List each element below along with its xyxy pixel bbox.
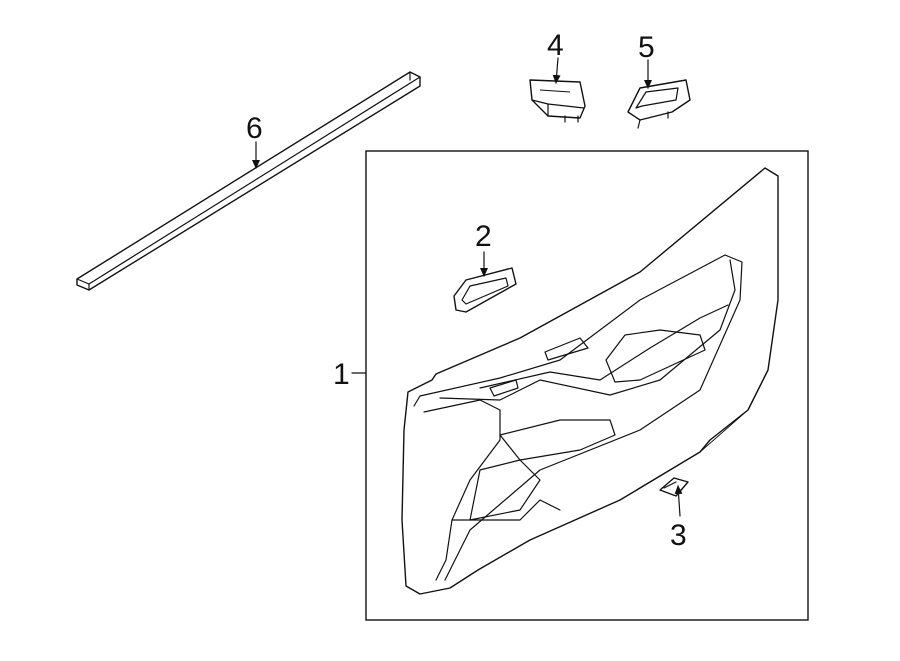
callout-4: 4: [547, 29, 564, 62]
door-trim-panel[interactable]: [401, 167, 779, 595]
trim-clip-part-4[interactable]: [529, 79, 586, 123]
switch-bezel-part-5[interactable]: [627, 79, 691, 129]
assembly-frame: [365, 150, 809, 621]
callout-5: 5: [638, 31, 655, 64]
leader-4: [552, 57, 561, 84]
callout-6: 6: [246, 112, 263, 145]
belt-molding-strip[interactable]: [76, 71, 421, 291]
callout-2: 2: [475, 220, 492, 253]
retainer-clip[interactable]: [659, 477, 689, 497]
inside-handle-bezel[interactable]: [453, 267, 517, 313]
callout-3: 3: [670, 519, 687, 552]
callout-1: 1: [333, 358, 350, 391]
leader-3: [674, 485, 683, 517]
